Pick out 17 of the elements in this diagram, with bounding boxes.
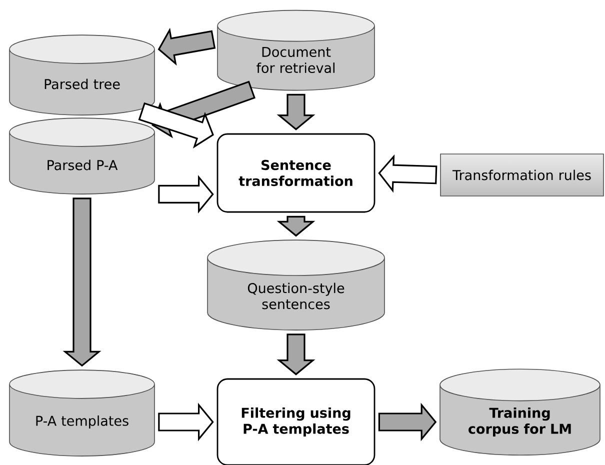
input-box: Transformation rules (440, 154, 604, 196)
database-cylinder: Training corpus for LM (440, 368, 600, 456)
database-cylinder: P-A templates (9, 370, 155, 456)
process-box: Filtering using P-A templates (216, 378, 376, 465)
database-cylinder: Parsed tree (9, 34, 155, 116)
block-arrow (276, 94, 316, 130)
database-cylinder: Question-style sentences (207, 240, 385, 330)
block-arrow (276, 216, 316, 237)
block-arrow (158, 402, 214, 442)
database-cylinder: Document for retrieval (217, 10, 375, 91)
block-arrow (378, 402, 437, 442)
block-arrow (62, 198, 102, 367)
block-arrow (378, 154, 438, 193)
block-arrow (276, 334, 316, 376)
process-box: Sentence transformation (216, 133, 376, 213)
block-arrow (158, 175, 214, 214)
database-cylinder: Parsed P-A (9, 118, 155, 194)
